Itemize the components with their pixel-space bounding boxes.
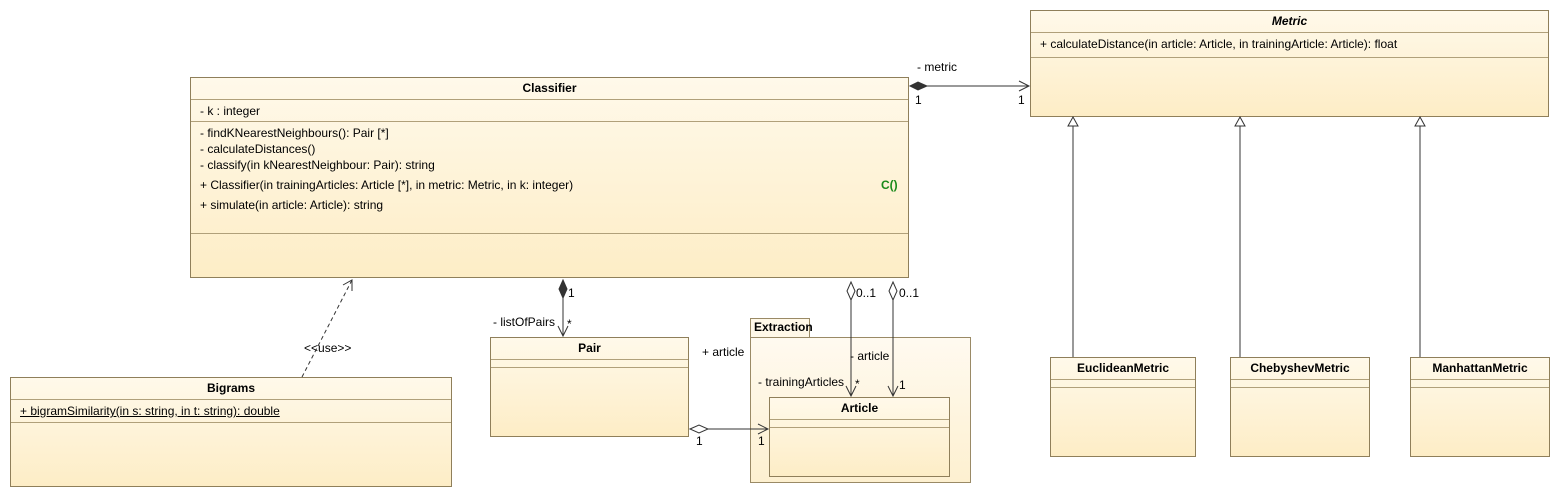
class-article[interactable]: Article <box>769 397 950 477</box>
class-chebyshev-metric[interactable]: ChebyshevMetric <box>1230 357 1370 457</box>
multiplicity: 1 <box>758 434 765 448</box>
multiplicity: 1 <box>915 93 922 107</box>
dependency-use <box>301 279 353 378</box>
arrowhead <box>342 279 353 291</box>
class-name: Pair <box>578 341 601 355</box>
class-bigrams[interactable]: Bigrams + bigramSimilarity(in s: string,… <box>10 377 452 487</box>
role-training-articles: - trainingArticles <box>758 375 845 389</box>
arrowhead <box>1018 80 1031 92</box>
arrowhead <box>757 423 770 435</box>
role-metric: - metric <box>917 60 957 74</box>
composition-diamond <box>908 81 929 91</box>
generalization-triangle <box>1234 115 1246 127</box>
class-pair[interactable]: Pair <box>490 337 689 437</box>
class-classifier[interactable]: Classifier - k : integer - findKNearestN… <box>190 77 909 278</box>
multiplicity: 0..1 <box>856 286 877 300</box>
attribute: - k : integer <box>200 104 261 118</box>
operation: - findKNearestNeighbours(): Pair [*] <box>200 126 389 140</box>
multiplicity: 1 <box>696 434 703 448</box>
multiplicity: 1 <box>1018 93 1025 107</box>
multiplicity: * <box>855 377 860 391</box>
generalization-triangle <box>1067 115 1079 127</box>
role-plus-article: + article <box>702 345 745 359</box>
aggregation-diamond <box>846 280 856 302</box>
aggregation-diamond <box>688 424 710 434</box>
multiplicity: 1 <box>899 378 906 392</box>
multiplicity: 0..1 <box>899 286 920 300</box>
role-minus-article: - article <box>850 349 890 363</box>
operation: + Classifier(in trainingArticles: Articl… <box>200 178 574 192</box>
multiplicity: * <box>567 317 572 331</box>
class-manhattan-metric[interactable]: ManhattanMetric <box>1410 357 1550 457</box>
class-name: Article <box>840 401 879 415</box>
arrowhead <box>887 385 899 398</box>
constructor-marker: C() <box>881 178 898 192</box>
class-metric[interactable]: Metric + calculateDistance(in article: A… <box>1030 10 1549 117</box>
stereotype-use: <<use>> <box>304 341 352 355</box>
class-name: Bigrams <box>206 381 256 395</box>
class-euclidean-metric[interactable]: EuclideanMetric <box>1050 357 1196 457</box>
operation: - calculateDistances() <box>200 142 316 156</box>
class-name: EuclideanMetric <box>1076 361 1170 375</box>
class-name: Metric <box>1271 14 1308 28</box>
class-name: ChebyshevMetric <box>1250 361 1350 375</box>
aggregation-diamond <box>888 280 898 302</box>
operation: + calculateDistance(in article: Article,… <box>1040 37 1398 51</box>
multiplicity: 1 <box>568 286 575 300</box>
arrowhead <box>845 385 857 398</box>
operation: - classify(in kNearestNeighbour: Pair): … <box>200 158 435 172</box>
class-name: Classifier <box>522 81 577 95</box>
operation: + simulate(in article: Article): string <box>200 198 384 212</box>
static-operation: + bigramSimilarity(in s: string, in t: s… <box>20 404 280 418</box>
package-tab: Extraction <box>750 318 813 338</box>
role-list-of-pairs: - listOfPairs <box>493 315 556 329</box>
generalization-triangle <box>1414 115 1426 127</box>
composition-diamond <box>558 278 568 300</box>
class-name: ManhattanMetric <box>1432 361 1528 375</box>
arrowhead <box>557 325 569 338</box>
